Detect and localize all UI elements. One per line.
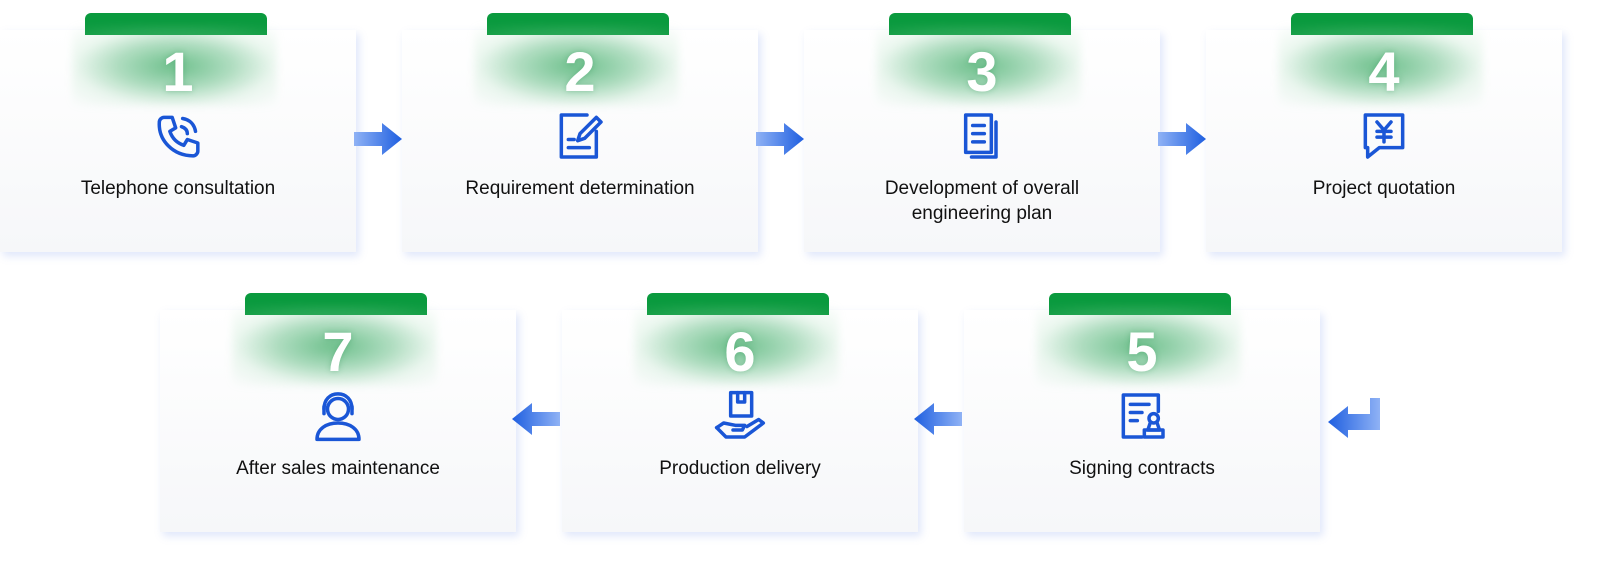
step-card-5: 5 Signing contracts bbox=[964, 293, 1320, 532]
step-number: 3 bbox=[966, 40, 998, 103]
step-number: 7 bbox=[322, 320, 354, 383]
step-number: 6 bbox=[724, 320, 756, 383]
step-number-glow bbox=[1036, 306, 1241, 386]
phone-icon bbox=[150, 108, 206, 164]
step-number-glow bbox=[474, 26, 679, 106]
step-number: 2 bbox=[564, 40, 596, 103]
arrow-left-icon bbox=[912, 399, 964, 439]
step-card-2: 2 Requirement determination bbox=[402, 13, 758, 252]
step-number-glow bbox=[876, 26, 1081, 106]
step-label: Production delivery bbox=[659, 458, 821, 479]
step-label: Signing contracts bbox=[1069, 458, 1215, 479]
step-number: 4 bbox=[1368, 40, 1400, 103]
step-number-glow bbox=[634, 306, 839, 386]
step-number-glow bbox=[232, 306, 437, 386]
step-label: After sales maintenance bbox=[236, 458, 440, 479]
step-label: Project quotation bbox=[1312, 178, 1456, 199]
step-number: 1 bbox=[162, 40, 194, 103]
arrow-right-icon bbox=[754, 119, 806, 159]
contract-stamp-icon bbox=[1114, 388, 1170, 444]
headset-user-icon bbox=[310, 388, 366, 444]
arrow-left-icon bbox=[510, 399, 562, 439]
step-number: 5 bbox=[1126, 320, 1158, 383]
yen-quotation-icon bbox=[1356, 108, 1412, 164]
edit-document-icon bbox=[552, 108, 608, 164]
step-card-1: 1 Telephone consultation bbox=[0, 13, 356, 252]
step-label: Development of overall engineering plan bbox=[884, 178, 1080, 224]
package-hand-icon bbox=[712, 388, 768, 444]
documents-icon bbox=[954, 108, 1010, 164]
arrow-right-icon bbox=[1156, 119, 1208, 159]
step-card-7: 7 After sales maintenance bbox=[160, 293, 516, 532]
step-card-3: 3 Development of overall engineering pla… bbox=[804, 13, 1160, 252]
step-label: Requirement determination bbox=[465, 178, 695, 199]
step-card-6: 6 Production delivery bbox=[562, 293, 918, 532]
step-number-glow bbox=[1278, 26, 1483, 106]
step-number-glow bbox=[72, 26, 277, 106]
step-card-4: 4 Project quotation bbox=[1206, 13, 1562, 252]
step-label: Telephone consultation bbox=[80, 178, 276, 199]
return-arrow-icon bbox=[1324, 396, 1384, 440]
arrow-right-icon bbox=[352, 119, 404, 159]
